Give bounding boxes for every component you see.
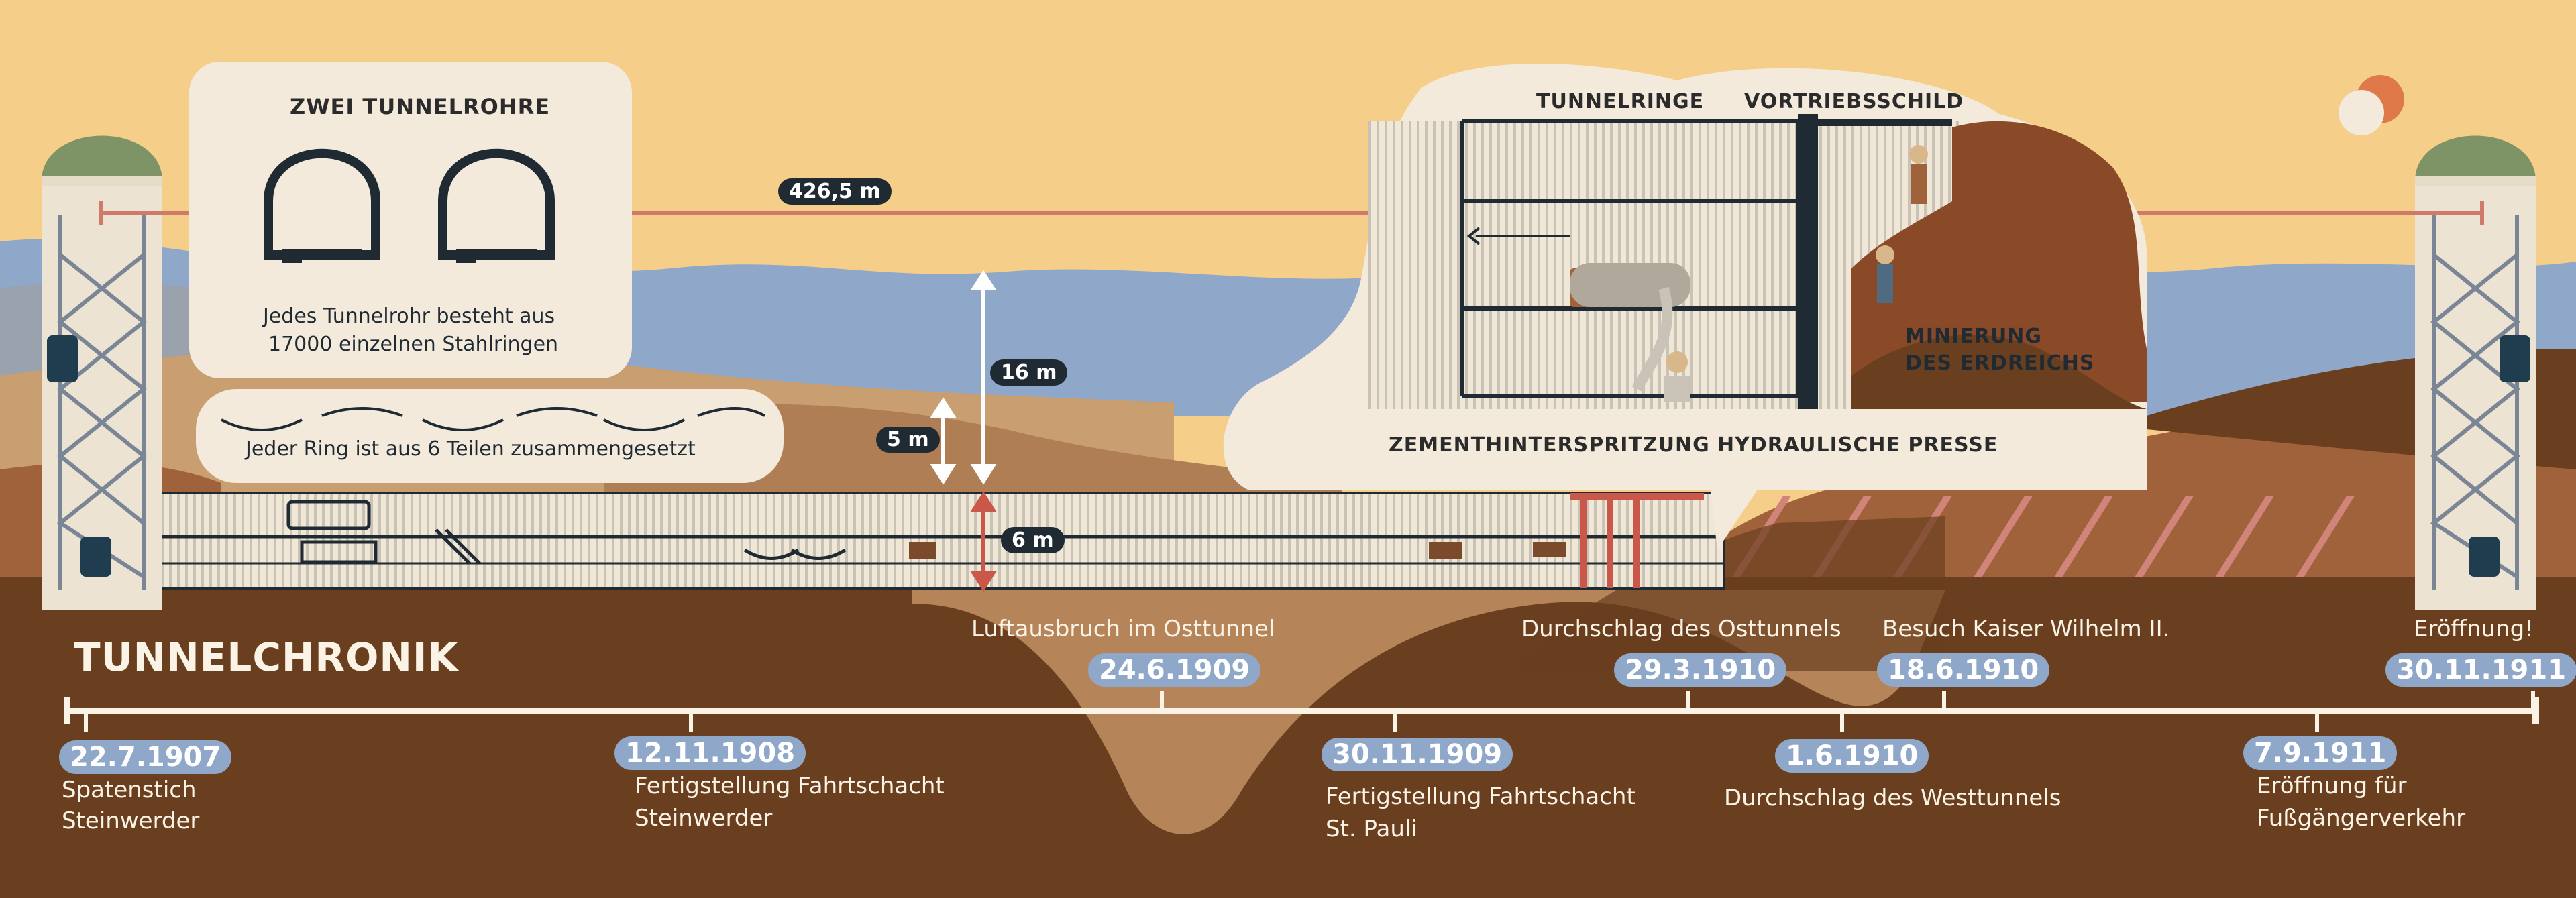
info-ring-text-2: 17000 einzelnen Stahlringen: [268, 333, 559, 356]
ring-segments-pile: [743, 548, 847, 560]
timeline-title: TUNNELCHRONIK: [74, 634, 459, 680]
tunnel-tube: [160, 492, 1725, 590]
foreground-sand-dip: [912, 590, 1945, 834]
event-bottom-date: 12.11.1908: [614, 736, 806, 770]
event-bottom-line1: Fertigstellung Fahrtschacht: [635, 773, 945, 799]
label-presse: HYDRAULISCHE PRESSE: [1717, 433, 1998, 457]
event-bottom-date: 30.11.1909: [1322, 738, 1513, 771]
left-tower: [42, 135, 162, 610]
info-title: ZWEI TUNNELROHRE: [290, 94, 551, 119]
event-top-text: Luftausbruch im Osttunnel: [971, 616, 1275, 642]
label-zement: ZEMENTHINTERSPRITZUNG: [1389, 433, 1710, 457]
scaffold: [1570, 493, 1704, 588]
right-tower: [2415, 135, 2536, 610]
event-bottom-line1: Eröffnung für: [2257, 773, 2407, 799]
detail-bubble: [1223, 64, 2147, 550]
event-top-date: 24.6.1909: [1088, 653, 1261, 687]
event-top-date: 29.3.1910: [1614, 653, 1787, 687]
event-top-text: Eröffnung!: [2414, 616, 2534, 642]
hill-dark-mid: [1509, 516, 1945, 671]
event-bottom-date: 22.7.1907: [59, 740, 232, 774]
depth-label-5m: 5 m: [876, 427, 940, 453]
length-label: 426,5 m: [778, 178, 892, 205]
event-bottom-line2: Steinwerder: [635, 805, 773, 832]
lift-frame: [286, 500, 481, 565]
info-box: [189, 62, 784, 483]
event-bottom-line2: Steinwerder: [62, 807, 200, 834]
event-bottom-line1: Fertigstellung Fahrtschacht: [1326, 783, 1635, 810]
event-top-text: Durchschlag des Osttunnels: [1521, 616, 1841, 642]
cart-1: [909, 542, 936, 559]
depth-label-16m: 16 m: [990, 359, 1068, 386]
event-top-date: 18.6.1910: [1877, 653, 2050, 687]
event-bottom-line1: Durchschlag des Westtunnels: [1724, 785, 2061, 811]
event-bottom-line1: Spatenstich: [62, 777, 197, 803]
timeline-ticks: [84, 691, 2535, 732]
label-minierung-2: DES ERDREICHS: [1905, 351, 2095, 375]
depth-arrow-5m: [930, 397, 957, 485]
info-segment-text: Jeder Ring ist aus 6 Teilen zusammengese…: [246, 437, 696, 461]
event-bottom-line2: Fußgängerverkehr: [2257, 805, 2466, 832]
diameter-label-6m: 6 m: [1001, 527, 1065, 553]
label-vortriebsschild: VORTRIEBSSCHILD: [1744, 90, 1964, 113]
info-ring-text-1: Jedes Tunnelrohr besteht aus: [263, 304, 555, 328]
depth-arrow-16m: [970, 270, 997, 485]
event-top-date: 30.11.1911: [2385, 653, 2576, 687]
event-top-text: Besuch Kaiser Wilhelm II.: [1882, 616, 2170, 642]
cart-3: [1533, 542, 1566, 557]
depth-arrow-6m: [970, 491, 997, 592]
label-tunnelringe: TUNNELRINGE: [1536, 90, 1705, 113]
sun-cloud: [2339, 90, 2384, 135]
event-bottom-date: 7.9.1911: [2243, 736, 2398, 770]
cart-2: [1429, 542, 1462, 559]
label-minierung-1: MINIERUNG: [1905, 325, 2042, 348]
event-bottom-date: 1.6.1910: [1775, 739, 1929, 773]
event-bottom-line2: St. Pauli: [1326, 816, 1417, 842]
